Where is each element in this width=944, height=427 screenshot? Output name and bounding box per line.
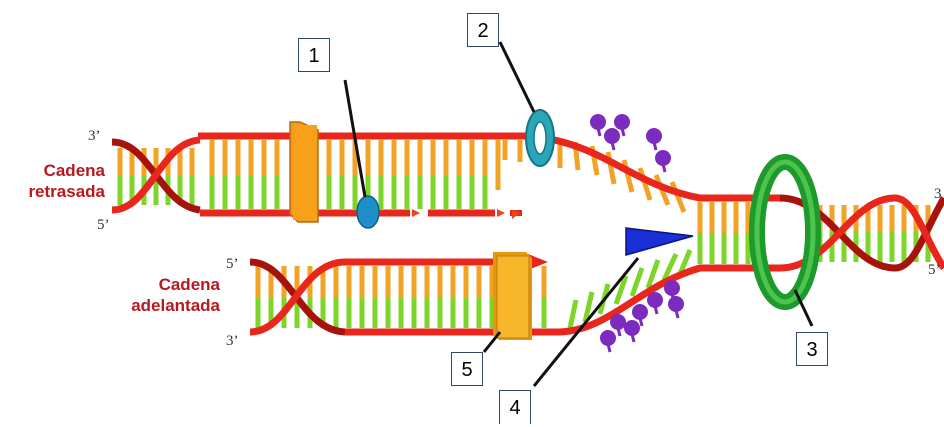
lagging-helix	[111, 136, 201, 214]
number-box-3: 3	[796, 332, 828, 366]
single-strand-base	[677, 249, 693, 275]
single-strand-base	[645, 259, 661, 289]
single-strand-base	[629, 267, 645, 297]
number-box-1: 1	[298, 38, 330, 72]
leading-strand-label: Cadena adelantada	[100, 274, 220, 316]
leading-label-line-1: Cadena	[158, 275, 220, 294]
right-5prime-label: 5’	[928, 262, 941, 278]
ssb-protein	[614, 114, 630, 137]
ssb-protein	[590, 114, 606, 137]
lagging-top-backbone	[198, 132, 780, 202]
sliding-clamp	[525, 109, 555, 167]
single-strand-base	[637, 167, 653, 201]
single-strand-base	[605, 151, 617, 185]
single-strand-base	[621, 159, 635, 193]
okazaki-junction-mark-1	[412, 209, 420, 217]
leading-arrowhead	[528, 254, 548, 270]
leading-label-line-2: adelantada	[131, 296, 220, 315]
number-box-2: 2	[467, 13, 499, 47]
single-strand-base	[661, 252, 679, 282]
lagging-5prime-label: 5’	[97, 217, 110, 233]
okazaki-junction-mark-3	[512, 210, 520, 219]
ssb-protein	[668, 296, 684, 319]
number-box-4: 4	[499, 390, 531, 424]
helicase-ring	[749, 154, 821, 310]
primase-triangle	[625, 227, 694, 256]
ssb-protein	[610, 314, 626, 337]
ligase-enzyme	[356, 195, 380, 229]
okazaki-junction-mark-2	[497, 209, 505, 217]
lagging-label-line-2: retrasada	[28, 182, 105, 201]
right-3prime-label: 3	[934, 186, 942, 202]
ssb-protein	[604, 128, 620, 151]
lagging-3prime-label: 3’	[88, 128, 101, 144]
single-strand-base	[669, 181, 687, 213]
lagging-label-line-1: Cadena	[43, 161, 105, 180]
single-strand-base	[582, 291, 595, 323]
ssb-protein	[647, 292, 663, 315]
ssb-protein	[632, 304, 648, 327]
leading-3prime-label: 3’	[226, 333, 239, 349]
single-strand-base	[567, 299, 579, 329]
leading-polymerase	[493, 252, 532, 340]
ssb-protein	[655, 150, 671, 173]
leading-template-backbone	[345, 264, 780, 336]
lagging-polymerase	[289, 121, 319, 223]
single-strand-base	[613, 275, 629, 305]
ssb-proteins	[590, 114, 684, 353]
base-pairs	[117, 140, 931, 329]
lagging-strand-label: Cadena retrasada	[0, 160, 105, 202]
ssb-protein	[624, 320, 640, 343]
number-box-5: 5	[451, 352, 483, 386]
ssb-protein	[646, 128, 662, 151]
leading-5prime-label: 5’	[226, 256, 239, 272]
leading-helix	[249, 258, 346, 336]
leader-lines	[343, 41, 814, 387]
ssb-protein	[600, 330, 616, 353]
